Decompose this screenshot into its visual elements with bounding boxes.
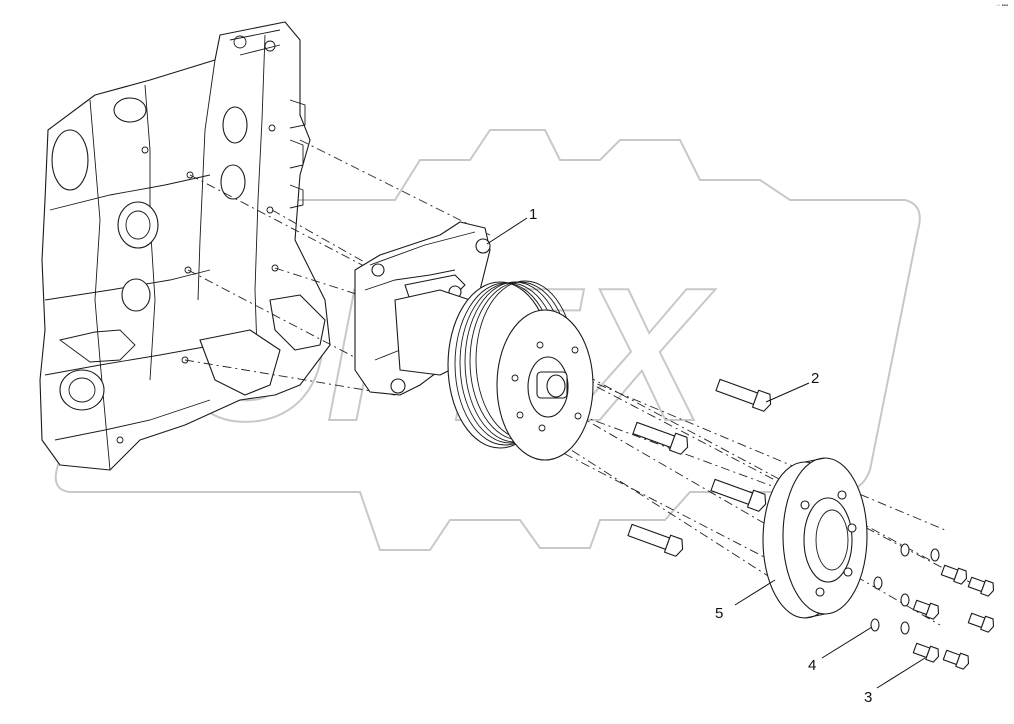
washers	[870, 543, 940, 635]
callout-3: 3	[864, 689, 872, 706]
leader-lines	[486, 217, 926, 689]
corner-mark: ·◦ ▪▪▪	[995, 3, 1008, 9]
callout-2: 2	[811, 370, 819, 387]
callout-4: 4	[808, 657, 816, 674]
short-bolts	[912, 564, 995, 670]
callout-1: 1	[529, 206, 537, 223]
damper-flange	[762, 457, 868, 619]
pump-pulley	[447, 280, 594, 461]
long-bolts	[627, 378, 772, 557]
callout-5: 5	[715, 605, 723, 622]
engine-block	[39, 21, 331, 471]
